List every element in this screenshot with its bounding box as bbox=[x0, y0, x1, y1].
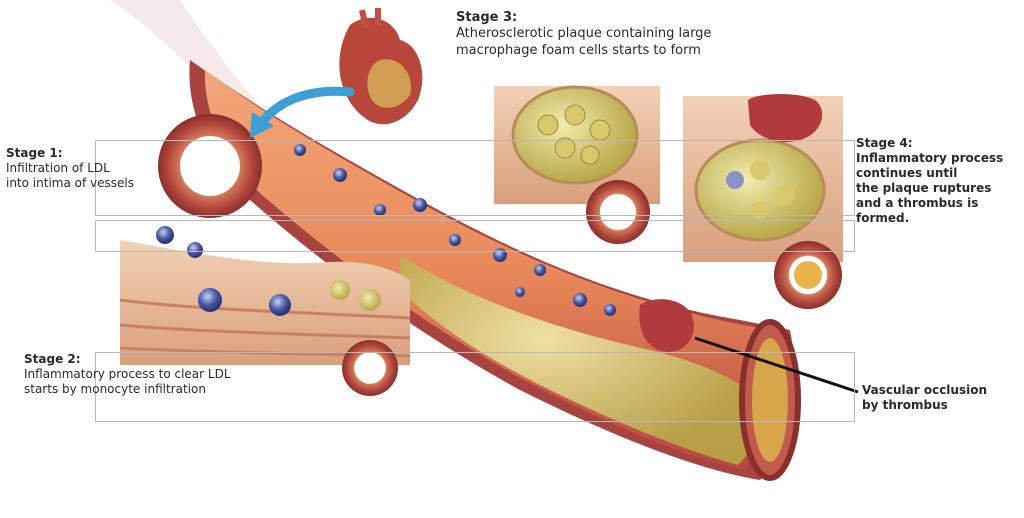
thrombus bbox=[639, 299, 694, 352]
stage2-line: Inflammatory process to clear LDL bbox=[24, 367, 231, 381]
occlusion-leader-line bbox=[694, 336, 859, 394]
guide-box-stage2 bbox=[95, 352, 855, 422]
stage1-label: Stage 1: Infiltration of LDL into intima… bbox=[6, 146, 156, 191]
stage4-line: and a thrombus is bbox=[856, 196, 979, 210]
ldl-particles bbox=[294, 144, 616, 316]
plaque-panel-stage3 bbox=[494, 85, 660, 204]
guide-box-stage4 bbox=[95, 220, 855, 252]
stage3-title: Stage 3: bbox=[456, 10, 518, 25]
guide-box-stage1 bbox=[95, 140, 855, 216]
stage4-line: Inflammatory process bbox=[856, 151, 1004, 165]
stage4-line: formed. bbox=[856, 211, 910, 225]
main-artery bbox=[189, 60, 801, 481]
stage1-line: into intima of vessels bbox=[6, 176, 134, 190]
stage3-line: Atherosclerotic plaque containing large bbox=[456, 26, 712, 42]
stage2-line: starts by monocyte infiltration bbox=[24, 382, 206, 396]
stage4-line: continues until bbox=[856, 166, 958, 180]
stage1-line: Infiltration of LDL bbox=[6, 161, 110, 175]
plaque-core bbox=[400, 255, 760, 465]
occlusion-label: Vascular occlusion by thrombus bbox=[862, 383, 1012, 413]
stage3-line: macrophage foam cells starts to form bbox=[456, 42, 701, 58]
occlusion-line: by thrombus bbox=[862, 398, 948, 412]
stage4-title: Stage 4: bbox=[856, 136, 913, 150]
tissue-panel-left bbox=[119, 226, 411, 365]
stage4-line: the plaque ruptures bbox=[856, 181, 992, 195]
arrow-icon bbox=[257, 86, 355, 127]
stage2-label: Stage 2: Inflammatory process to clear L… bbox=[24, 352, 324, 397]
stage2-title: Stage 2: bbox=[24, 352, 81, 366]
stage3-label: Stage 3: Atherosclerotic plaque containi… bbox=[456, 10, 776, 59]
stage1-title: Stage 1: bbox=[6, 146, 63, 160]
stage4-label: Stage 4: Inflammatory process continues … bbox=[856, 136, 1024, 226]
heart-illustration bbox=[339, 8, 423, 125]
occlusion-line: Vascular occlusion bbox=[862, 383, 988, 397]
